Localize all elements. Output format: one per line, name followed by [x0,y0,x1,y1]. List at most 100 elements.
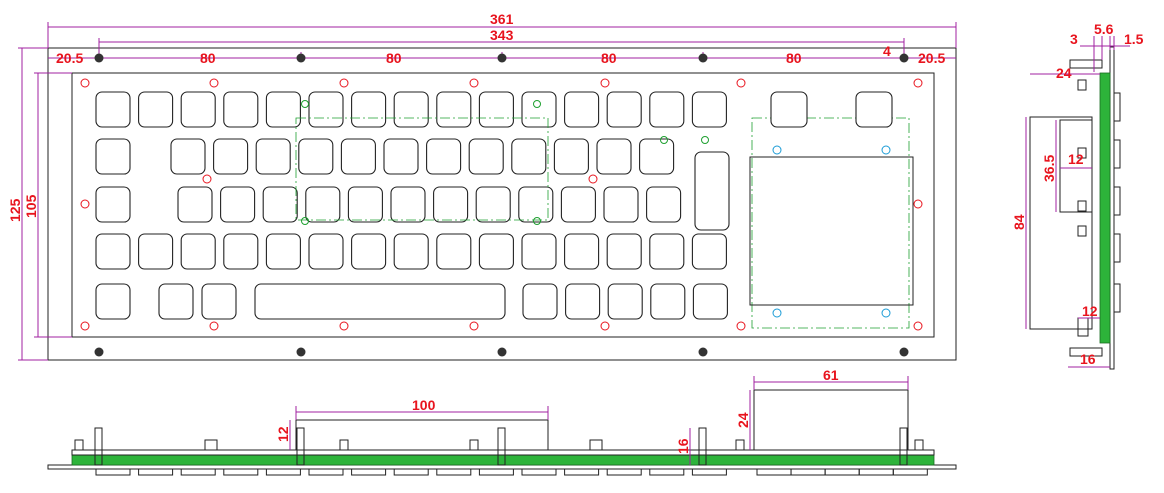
dim-bottom-24: 24 [735,412,751,428]
dim-right-margin: 20.5 [918,50,945,66]
dim-side-12-bottom: 12 [1082,303,1098,319]
bottom-view: 100 12 16 24 61 [47,367,957,476]
keycap [649,233,685,270]
keycap [692,283,728,320]
keycap [223,233,259,270]
keycap [649,91,685,128]
keycap [220,186,256,223]
nut-icon [94,53,104,63]
dim-side-24: 24 [1056,65,1072,81]
keycap [298,138,334,175]
keycap [255,138,291,175]
keycap [565,283,601,320]
side-view: 3 5.6 1.5 24 36.5 12 84 12 16 [1011,21,1144,370]
screw-icon [736,321,746,331]
bottom-plate [47,464,957,470]
bottom-keycap [478,468,514,476]
side-keycap [1113,139,1121,169]
keycap [262,186,298,223]
touchpad-left-button [770,91,808,128]
keycap [158,283,194,320]
keycap [95,186,131,223]
keycap [180,233,216,270]
nut-icon [497,53,507,63]
dim-side-3: 3 [1070,31,1078,47]
touchpad-right-button [855,91,893,128]
keycap [560,186,596,223]
dim-right-gap: 4 [883,43,891,59]
keycap [553,138,589,175]
screw-icon [600,78,610,88]
screw-icon [202,174,212,184]
screw-icon [209,78,219,88]
side-keycap [1113,92,1121,122]
side-plate [1109,46,1115,370]
bottom-keycap [521,468,557,476]
bottom-keycap [138,468,174,476]
bottom-keycap [858,468,894,476]
keycap [138,233,174,270]
screw-icon [772,145,782,155]
side-keycap [1113,186,1121,216]
bottom-keycap [223,468,259,476]
bottom-block-right [753,389,909,451]
bottom-keycap [649,468,685,476]
dim-pitch-3: 80 [601,50,617,66]
keycap [475,186,511,223]
keycap [95,283,131,320]
touchpad-outline-dashed [751,117,910,329]
bottom-keycap [790,468,826,476]
screw-icon [588,174,598,184]
keycap [265,233,301,270]
side-keycap [1113,233,1121,263]
standoff [94,427,103,466]
bottom-keycap [436,468,472,476]
screw-icon [301,100,309,108]
keycap [691,233,727,270]
bottom-keycap [180,468,216,476]
bottom-connector [339,439,349,451]
keycap [351,233,387,270]
screw-icon [469,321,479,331]
side-touchpad-block [1059,119,1093,213]
keycap [650,283,686,320]
enter-key [694,151,730,231]
bottom-keycap [756,468,792,476]
touchpad [749,156,914,306]
side-connector [1077,79,1087,91]
nut-icon [497,347,507,357]
nut-icon [296,53,306,63]
bottom-keycap [824,468,860,476]
key-grid [95,91,728,320]
nut-icon [296,347,306,357]
front-inner-panel [71,72,935,338]
screw-icon [80,78,90,88]
keycap [606,91,642,128]
keycap [521,91,557,128]
dim-side-36-5: 36.5 [1041,155,1057,182]
bottom-keycaps [95,468,928,476]
side-bracket-bottom [1069,347,1103,357]
bottom-keycap [606,468,642,476]
screw-icon [339,321,349,331]
keycap [223,91,259,128]
keycap [478,91,514,128]
dim-overall-height: 125 [7,198,23,222]
side-connector [1077,225,1087,237]
keycap [606,233,642,270]
side-connector [1077,147,1087,159]
keycap [308,233,344,270]
screw-icon [772,308,782,318]
keycap [265,91,301,128]
bottom-keycap [265,468,301,476]
side-touchpad-housing [1029,116,1093,330]
screw-icon [80,321,90,331]
dim-bottom-100: 100 [412,397,436,413]
keycap [170,138,206,175]
nut-icon [899,347,909,357]
dim-inner-height: 105 [23,194,39,218]
dim-bottom-61: 61 [823,367,839,383]
keycap [521,233,557,270]
nut-icon [94,347,104,357]
